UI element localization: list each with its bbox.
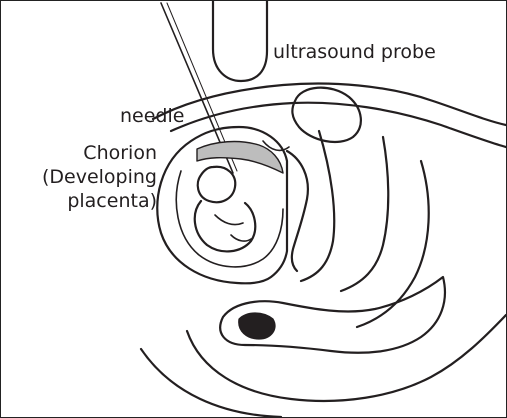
lower-skin-contour bbox=[141, 349, 281, 417]
bladder bbox=[292, 88, 361, 142]
fetus-limb bbox=[215, 215, 243, 225]
fetus-limb-2 bbox=[231, 235, 251, 241]
chorion-label-group: Chorion (Developing placenta) bbox=[42, 141, 157, 213]
rectum-content bbox=[239, 313, 275, 339]
ultrasound-probe-label: ultrasound probe bbox=[273, 40, 436, 64]
chorion-label-line1: Chorion bbox=[42, 141, 157, 165]
pelvic-contour bbox=[357, 161, 429, 327]
cervix-canal bbox=[287, 151, 308, 271]
chorion-label-line3: placenta) bbox=[42, 189, 157, 213]
fetus-body bbox=[195, 201, 256, 251]
perineum-contour bbox=[187, 315, 506, 401]
fetus-head bbox=[198, 167, 236, 202]
amniotic-sac bbox=[176, 171, 283, 267]
ultrasound-probe-shape bbox=[213, 1, 267, 81]
chorion-label-line2: (Developing bbox=[42, 165, 157, 189]
needle-label: needle bbox=[120, 104, 184, 128]
rectum-upper bbox=[341, 137, 388, 291]
